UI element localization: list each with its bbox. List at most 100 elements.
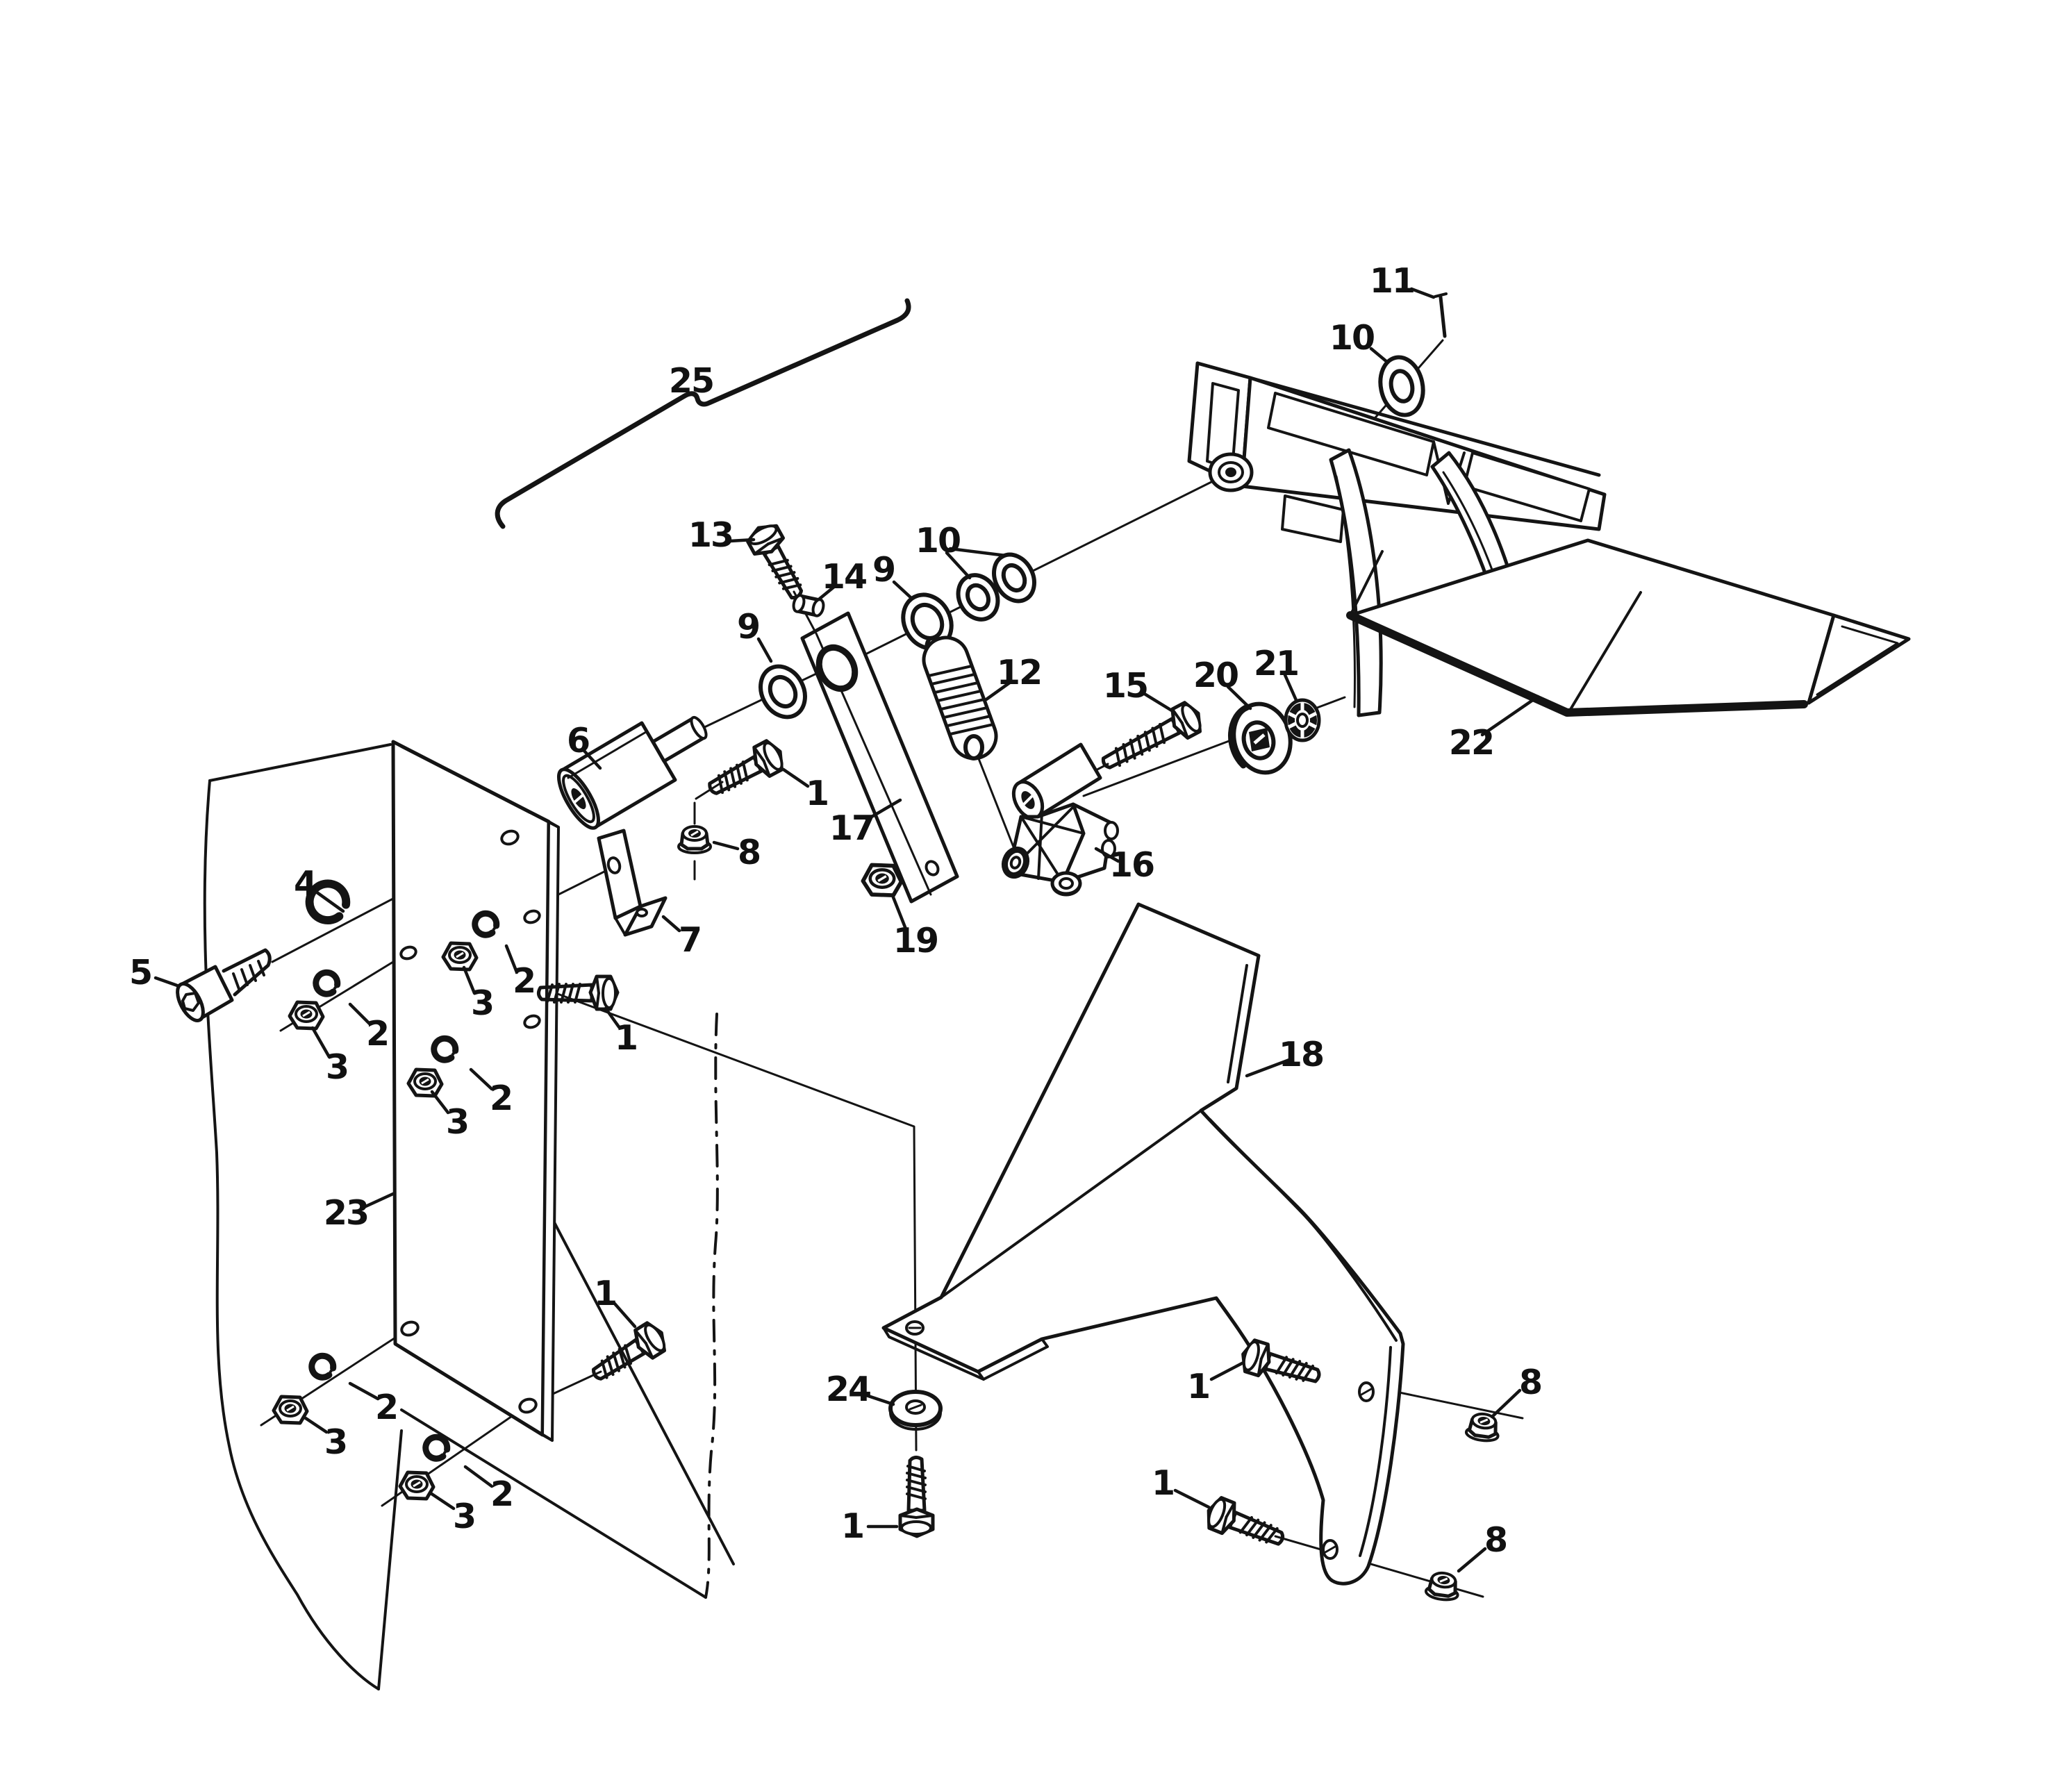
callout-leader-3-hex-nut <box>430 1090 450 1115</box>
part-11-pin <box>1434 292 1448 338</box>
callout-leader-2-lock-washer <box>469 1067 494 1091</box>
callout-1-hex-bolt: 1 <box>806 774 828 813</box>
part-3-hex-nut <box>443 943 476 970</box>
part-10-washer-top <box>1378 355 1425 417</box>
callout-leader-1-hex-bolt <box>781 767 810 788</box>
callout-8-flange-lock-nut: 8 <box>1519 1363 1541 1402</box>
part-1-hex-bolt-c <box>586 1320 670 1389</box>
callout-leader-23-plate <box>359 1191 397 1211</box>
callout-13-hex-cap-screw: 13 <box>688 515 733 555</box>
callout-leader-24-flat-washer <box>862 1392 895 1406</box>
callout-1-hex-bolt: 1 <box>615 1018 637 1058</box>
callout-leader-21-tooth-lock-washer <box>1283 673 1298 702</box>
part-10-washer-b <box>992 552 1036 604</box>
callout-2-lock-washer: 2 <box>490 1474 513 1514</box>
callout-leader-13-hex-cap-screw <box>728 538 756 543</box>
callout-leader-2-lock-washer <box>348 1002 372 1026</box>
part-16-cast-bracket <box>1001 742 1119 897</box>
callout-7-angle-bracket: 7 <box>679 920 701 960</box>
callout-leader-3-hex-nut <box>304 1416 329 1434</box>
part-2-lock-washer <box>313 970 340 997</box>
callout-3-hex-nut: 3 <box>324 1422 347 1462</box>
callout-leader-4-lock-washer <box>314 890 345 913</box>
part-1-hex-bolt-a <box>703 738 788 804</box>
callout-leader-5-socket-head-screw <box>154 976 181 988</box>
callout-3-hex-nut: 3 <box>471 983 493 1023</box>
callout-23-plate: 23 <box>324 1193 368 1233</box>
part-1-hex-bolt-d <box>900 1457 933 1536</box>
part-15-hex-cap-screw <box>1097 699 1207 779</box>
callout-leader-20-bushing <box>1226 685 1252 710</box>
callout-1-hex-bolt: 1 <box>841 1506 863 1546</box>
callout-leader-3-hex-nut <box>310 1026 331 1059</box>
callout-leader-12-extension-spring <box>984 680 1013 701</box>
callout-1-hex-bolt: 1 <box>594 1274 616 1313</box>
callout-5-socket-head-screw: 5 <box>129 953 151 992</box>
part-2-lock-washer <box>309 1354 335 1380</box>
part-25-brace <box>495 298 911 529</box>
part-5-socket-head-screw <box>176 948 272 1022</box>
callout-leader-2-lock-washer <box>504 944 519 974</box>
callout-4-lock-washer: 4 <box>294 864 316 904</box>
callout-leader-3-hex-nut <box>429 1491 456 1511</box>
callout-leader-9-washer <box>892 580 914 601</box>
callout-leader-6-roller-spacer <box>581 748 602 770</box>
callout-6-roller-spacer: 6 <box>567 721 589 760</box>
callout-3-hex-nut: 3 <box>326 1047 348 1087</box>
callout-21-tooth-lock-washer: 21 <box>1254 644 1298 683</box>
callout-leader-7-angle-bracket <box>661 915 681 933</box>
callout-25-control-rod-brace: 25 <box>669 361 713 401</box>
callout-leader-15-hex-cap-screw <box>1141 691 1176 714</box>
part-1-hex-bolt-f <box>1203 1495 1288 1555</box>
callout-17-link-bar: 17 <box>829 808 874 848</box>
callout-9-washer: 9 <box>737 607 759 647</box>
callout-8-flange-lock-nut: 8 <box>738 833 760 872</box>
part-13-hex-cap-screw <box>745 519 811 604</box>
part-2-lock-washer <box>423 1435 449 1461</box>
part-3-hex-nut <box>400 1472 433 1499</box>
part-3-hex-nut <box>274 1397 307 1423</box>
part-8-flange-lock-nut-b <box>1466 1412 1501 1442</box>
callout-10-washer: 10 <box>915 521 960 560</box>
callout-24-flat-washer: 24 <box>826 1370 870 1409</box>
part-23-plate <box>391 740 560 1442</box>
callout-19-hex-nut: 19 <box>893 921 938 961</box>
callout-leader-1-hex-bolt <box>612 1301 637 1329</box>
callout-14-spacer: 14 <box>822 557 866 597</box>
callout-leader-8-flange-lock-nut <box>712 840 740 851</box>
callout-leader-16-cast-tensioner-bracket <box>1094 847 1120 863</box>
callout-3-hex-nut: 3 <box>446 1102 468 1142</box>
callout-leader-9-washer <box>756 637 773 663</box>
part-4-lock-washer <box>305 879 351 924</box>
callout-2-lock-washer: 2 <box>490 1079 512 1118</box>
part-18-support-bracket <box>881 902 1405 1586</box>
callout-leader-2-lock-washer <box>463 1465 494 1488</box>
callout-leader-10-washer <box>948 547 1008 558</box>
part-9-washer-left <box>759 664 807 720</box>
part-24-flat-washer <box>888 1390 943 1431</box>
part-8-flange-lock-nut-a <box>679 826 711 853</box>
callout-15-hex-cap-screw: 15 <box>1103 666 1147 706</box>
callout-leader-8-flange-lock-nut <box>1490 1388 1522 1419</box>
callout-leader-3-hex-nut <box>462 965 476 995</box>
callout-2-lock-washer: 2 <box>366 1014 388 1054</box>
callout-2-lock-washer: 2 <box>375 1388 397 1427</box>
callout-12-extension-spring: 12 <box>997 653 1041 692</box>
part-21-tooth-lock-washer <box>1284 698 1321 742</box>
callout-3-hex-nut: 3 <box>453 1497 475 1536</box>
callout-leader-1-hex-bolt <box>1173 1488 1211 1509</box>
callout-leader-17-link-bar <box>865 798 902 822</box>
callout-10-washer: 10 <box>1329 318 1374 358</box>
callout-1-hex-bolt: 1 <box>1187 1367 1209 1406</box>
callout-leader-10-washer <box>945 551 972 580</box>
callout-2-lock-washer: 2 <box>513 961 535 1001</box>
part-22-chute-deflector <box>1187 361 1911 717</box>
callout-leader-2-lock-washer <box>348 1381 380 1401</box>
callout-16-cast-tensioner-bracket: 16 <box>1109 845 1154 885</box>
shield-flange <box>1807 613 1911 705</box>
part-19-hex-nut <box>863 865 901 895</box>
callout-9-washer: 9 <box>872 550 895 590</box>
part-7-angle-bracket <box>597 829 668 937</box>
